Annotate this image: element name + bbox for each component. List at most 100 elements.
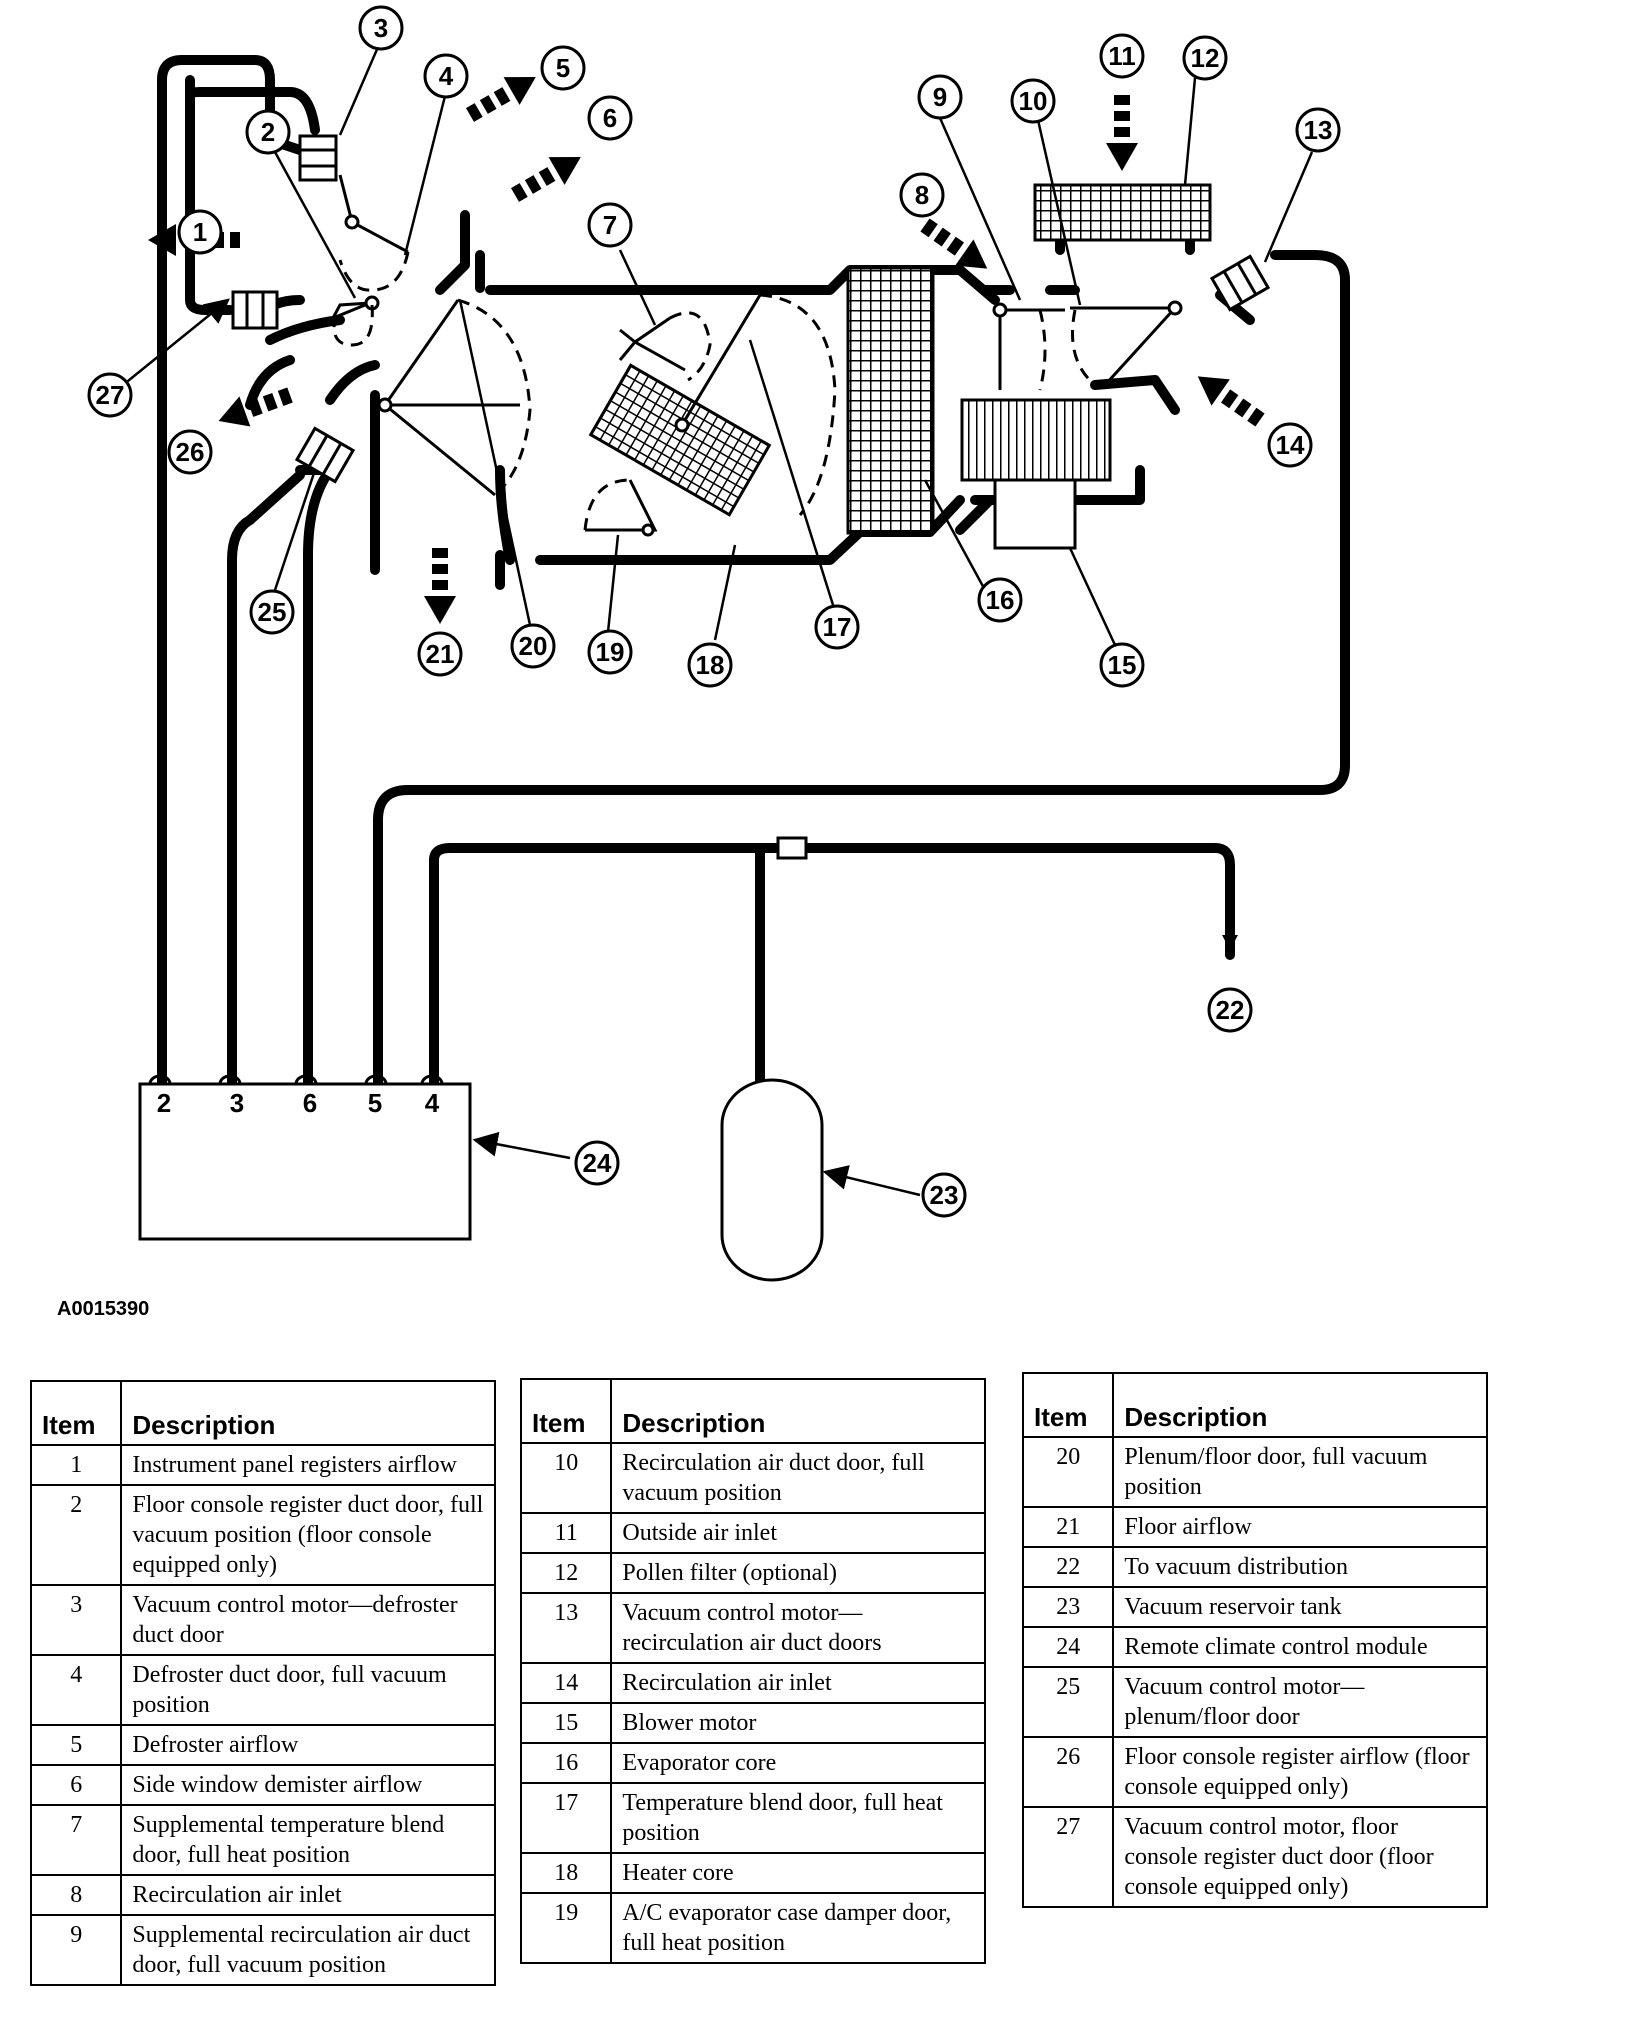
item-number: 20: [1021, 1436, 1115, 1508]
vacuum-restrictor: [776, 836, 808, 860]
item-number: 17: [519, 1782, 613, 1854]
description-column-header: Description: [120, 1380, 496, 1446]
item-number: 19: [519, 1892, 613, 1964]
item-description: Remote climate control module: [1112, 1626, 1488, 1668]
description-column-header: Description: [610, 1378, 986, 1444]
item-column-header: Item: [1021, 1372, 1115, 1438]
callout-22: 22: [1207, 987, 1253, 1033]
svg-text:10: 10: [1019, 86, 1048, 116]
item-number: 26: [1021, 1736, 1115, 1808]
callout-3: 3: [358, 5, 404, 51]
item-description: Floor console register airflow (floor co…: [1112, 1736, 1488, 1808]
item-description: Vacuum control motor—recirculation air d…: [610, 1592, 986, 1664]
item-number: 12: [519, 1552, 613, 1594]
module-port-label: 4: [425, 1088, 440, 1118]
svg-text:26: 26: [176, 437, 205, 467]
description-column-header: Description: [1112, 1372, 1488, 1438]
callout-9: 9: [917, 74, 963, 120]
item-number: 15: [519, 1702, 613, 1744]
callout-11: 11: [1099, 33, 1145, 79]
module-port-label: 3: [230, 1088, 244, 1118]
item-number: 13: [519, 1592, 613, 1664]
item-number: 5: [29, 1724, 123, 1766]
callout-10: 10: [1010, 78, 1056, 124]
item-number: 16: [519, 1742, 613, 1784]
svg-text:24: 24: [583, 1148, 612, 1178]
blower-motor: [960, 398, 1112, 550]
callout-25: 25: [249, 589, 295, 635]
svg-text:6: 6: [603, 103, 617, 133]
callout-26: 26: [167, 429, 213, 475]
svg-text:4: 4: [439, 61, 454, 91]
doors: [329, 174, 1183, 537]
item-number: 22: [1021, 1546, 1115, 1588]
item-description: Vacuum control motor—plenum/floor door: [1112, 1666, 1488, 1738]
svg-text:12: 12: [1191, 43, 1220, 73]
callout-14: 14: [1267, 422, 1313, 468]
callout-12: 12: [1182, 35, 1228, 81]
item-description: Heater core: [610, 1852, 986, 1894]
svg-text:19: 19: [596, 637, 625, 667]
item-description: Temperature blend door, full heat positi…: [610, 1782, 986, 1854]
callout-17: 17: [814, 604, 860, 650]
item-description: Side window demister airflow: [120, 1764, 496, 1806]
item-number: 11: [519, 1512, 613, 1554]
item-number: 21: [1021, 1506, 1115, 1548]
svg-text:27: 27: [96, 380, 125, 410]
callout-21: 21: [417, 631, 463, 677]
svg-text:7: 7: [603, 210, 617, 240]
item-description: Vacuum control motor—defroster duct door: [120, 1584, 496, 1656]
item-description: Outside air inlet: [610, 1512, 986, 1554]
item-description: Pollen filter (optional): [610, 1552, 986, 1594]
svg-text:5: 5: [556, 53, 570, 83]
callout-19: 19: [587, 629, 633, 675]
module-port-label: 2: [157, 1088, 171, 1118]
item-number: 4: [29, 1654, 123, 1726]
item-description: Supplemental recirculation air duct door…: [120, 1914, 496, 1986]
callout-24: 24: [574, 1140, 620, 1186]
item-description: Plenum/floor door, full vacuum position: [1112, 1436, 1488, 1508]
item-description: Vacuum control motor, floor console regi…: [1112, 1806, 1488, 1908]
figure-code: A0015390: [57, 1298, 150, 1320]
item-description: A/C evaporator case damper door, full he…: [610, 1892, 986, 1964]
svg-text:21: 21: [426, 639, 455, 669]
item-number: 9: [29, 1914, 123, 1986]
item-description: Floor console register duct door, full v…: [120, 1484, 496, 1586]
svg-text:20: 20: [519, 631, 548, 661]
evaporator-core: [846, 266, 935, 535]
svg-text:25: 25: [258, 597, 287, 627]
item-number: 1: [29, 1444, 123, 1486]
vacuum-motors: [231, 134, 1271, 484]
callout-18: 18: [687, 642, 733, 688]
item-column-header: Item: [519, 1378, 613, 1444]
module-port-label: 5: [368, 1088, 382, 1118]
heater-core: [588, 363, 772, 517]
item-description: Supplemental temperature blend door, ful…: [120, 1804, 496, 1876]
item-number: 7: [29, 1804, 123, 1876]
callout-4: 4: [423, 53, 469, 99]
item-description: Recirculation air inlet: [120, 1874, 496, 1916]
item-description: Defroster duct door, full vacuum positio…: [120, 1654, 496, 1726]
